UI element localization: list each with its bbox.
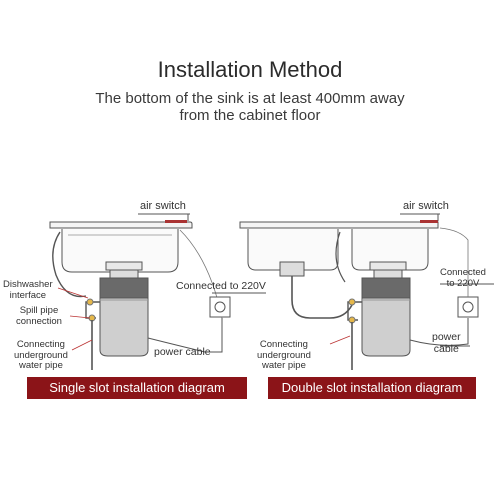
single-spill-line-2: connection bbox=[16, 315, 62, 327]
double-connected-line-1: Connected bbox=[440, 267, 486, 278]
double-countertop bbox=[239, 221, 439, 229]
double-connected-label: Connected to 220V bbox=[440, 267, 486, 289]
subtitle-line-1: The bottom of the sink is at least 400mm… bbox=[95, 90, 405, 107]
double-connected-line-2: to 220V bbox=[446, 277, 480, 289]
single-dishwasher-hose bbox=[52, 231, 87, 298]
single-underground-line-2: underground bbox=[14, 349, 68, 361]
double-power-line-1: power bbox=[432, 331, 461, 343]
double-slot-banner: Double slot installation diagram bbox=[268, 377, 476, 399]
single-dishwasher-line-1: Dishwasher bbox=[3, 279, 53, 290]
double-air-switch-marker bbox=[420, 220, 438, 223]
single-underground-label: Connecting underground water pipe bbox=[14, 339, 68, 372]
page-title: Installation Method bbox=[157, 57, 343, 82]
double-power-cable-label: power cable bbox=[432, 331, 461, 355]
double-underground-line-2: underground bbox=[257, 349, 311, 361]
single-spill-pipe-label: Spill pipe connection bbox=[16, 305, 62, 327]
subtitle-line-2: from the cabinet floor bbox=[179, 107, 321, 124]
double-disposer-flange bbox=[369, 261, 407, 271]
single-air-switch-marker bbox=[165, 220, 187, 223]
single-dishwasher-label: Dishwasher interface bbox=[3, 279, 53, 301]
single-air-switch-label: air switch bbox=[140, 200, 186, 212]
single-underground-line-1: Connecting bbox=[16, 339, 65, 350]
single-disposer-flange bbox=[105, 261, 143, 271]
double-air-switch-label: air switch bbox=[403, 200, 449, 212]
double-power-cable bbox=[409, 318, 469, 346]
single-connected-label: Connected to 220V bbox=[176, 280, 266, 292]
double-sink-diagram bbox=[239, 213, 494, 370]
double-left-drain bbox=[279, 261, 305, 277]
page-subtitle: The bottom of the sink is at least 400mm… bbox=[80, 90, 420, 124]
double-underground-line-3: water pipe bbox=[262, 360, 306, 371]
double-power-line-2: cable bbox=[433, 343, 459, 355]
double-underground-line-1: Connecting bbox=[259, 339, 308, 350]
single-slot-banner: Single slot installation diagram bbox=[27, 377, 247, 399]
single-sink-diagram bbox=[49, 213, 266, 370]
single-power-cable-label: power cable bbox=[154, 346, 211, 358]
single-power-cable bbox=[147, 318, 223, 353]
single-spill-line-1: Spill pipe bbox=[19, 305, 59, 316]
single-underground-line-3: water pipe bbox=[19, 360, 63, 371]
double-underground-label: Connecting underground water pipe bbox=[257, 339, 311, 372]
single-dishwasher-line-2: interface bbox=[9, 289, 47, 301]
single-countertop bbox=[49, 221, 193, 229]
